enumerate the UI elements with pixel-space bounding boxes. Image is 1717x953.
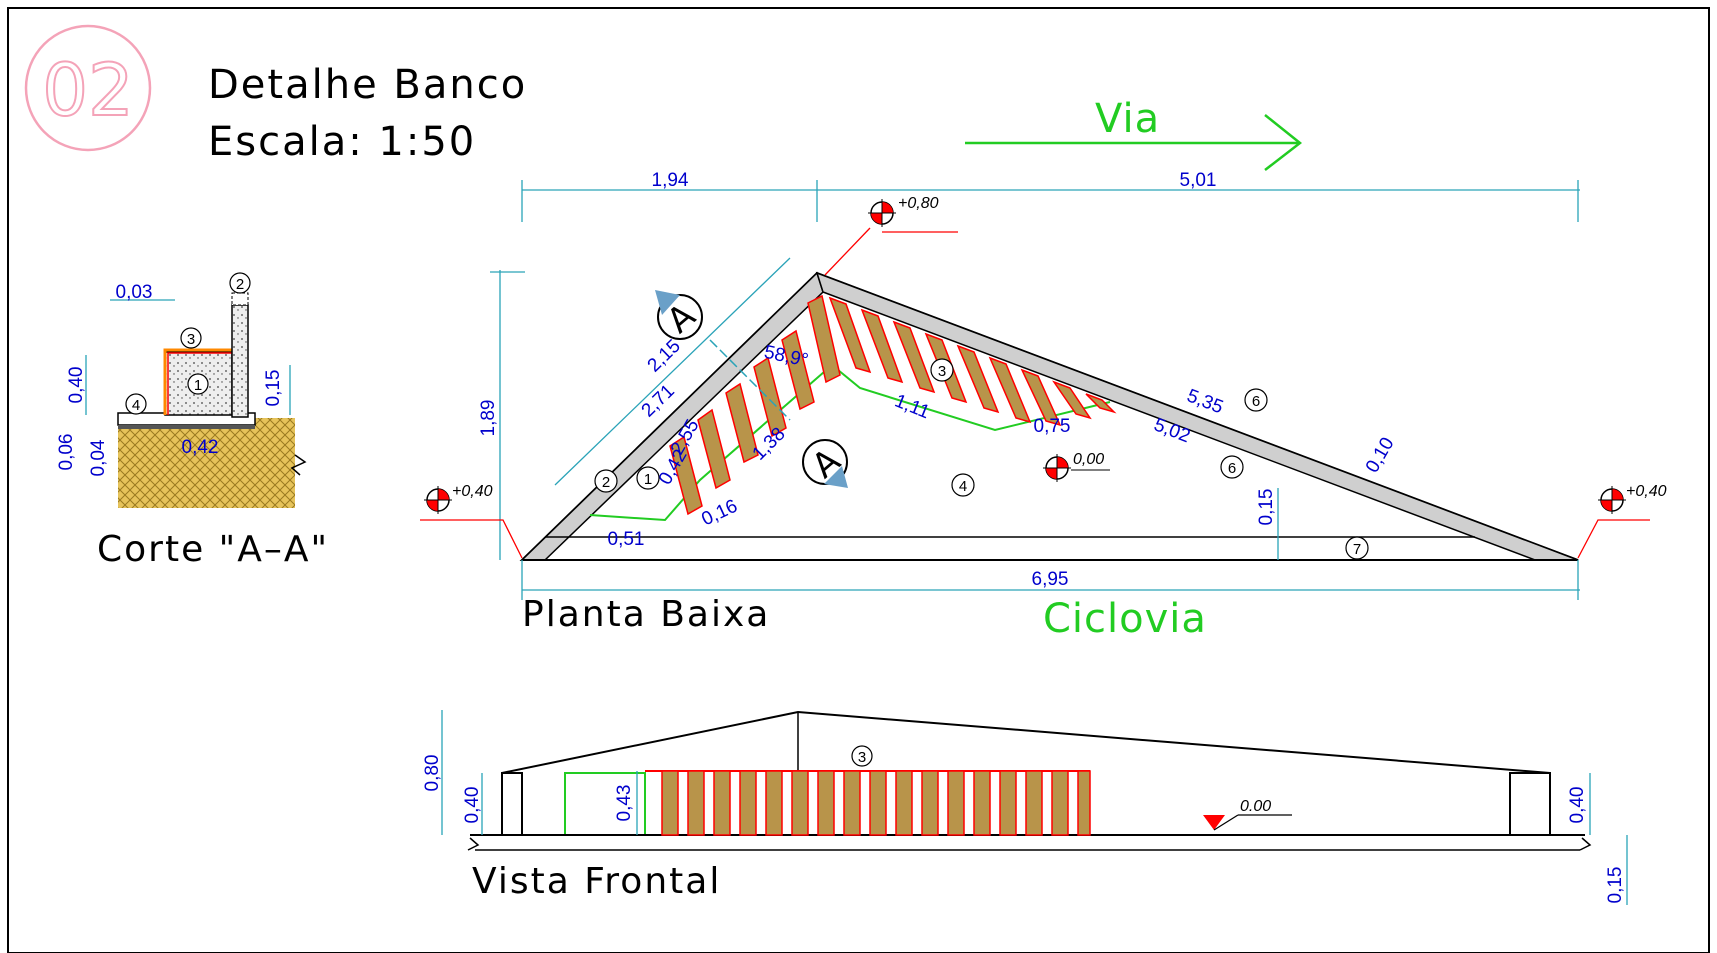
wood-slats-left [669, 294, 841, 516]
section-view: 0,03 0,40 0,15 0,06 0,04 0,42 2 3 1 4 Co… [56, 272, 329, 570]
dim-010: 0,10 [1362, 434, 1399, 477]
via-label: Via [1095, 96, 1160, 142]
svg-text:3: 3 [187, 331, 195, 348]
sheet-scale: Escala: 1:50 [208, 119, 476, 165]
marker-7: 7 [1345, 536, 1369, 560]
front-dim-040-left: 0,40 [462, 787, 483, 824]
front-view: 0,80 0,40 0,43 0,40 0,15 0.00 3 Vista Fr… [422, 710, 1628, 905]
front-dim-080: 0,80 [422, 755, 443, 792]
front-dim-015: 0,15 [1605, 867, 1626, 904]
sec-dim-003: 0,03 [116, 282, 153, 303]
svg-text:2: 2 [236, 276, 244, 293]
dim-051: 0,51 [608, 529, 645, 550]
back-wall [231, 304, 249, 418]
dim-016: 0,16 [698, 496, 740, 531]
sec-dim-042: 0,42 [182, 437, 219, 458]
sec-dim-006: 0,06 [56, 434, 77, 471]
dim-215: 2,15 [644, 336, 685, 377]
section-mark-bottom: A [802, 439, 848, 488]
sec-dim-015: 0,15 [263, 370, 284, 407]
dim-015: 0,15 [1256, 489, 1277, 526]
marker-1: 1 [636, 466, 660, 490]
svg-text:1: 1 [644, 471, 652, 488]
front-level: 0.00 [1240, 798, 1271, 815]
section-cut-line [709, 339, 791, 421]
soil-block [118, 418, 295, 508]
front-roof-outline [501, 710, 1551, 774]
sheet-number: 02 [42, 48, 134, 132]
front-dim-040-right: 0,40 [1567, 787, 1588, 824]
svg-text:7: 7 [1353, 541, 1361, 558]
via-arrow-head [1264, 114, 1303, 171]
sec-marker-1: 1 [187, 373, 209, 395]
level-marker-center: 0,00 [1043, 451, 1110, 482]
level-marker-top: +0,80 [824, 195, 958, 276]
level-center: 0,00 [1073, 451, 1104, 468]
dim-bottom: 6,95 [1032, 569, 1069, 590]
sec-marker-3: 3 [180, 327, 202, 349]
front-wood-slats [661, 770, 1091, 836]
plan-view: Via 1,94 5,01 1,89 [420, 96, 1667, 642]
svg-text:2: 2 [602, 474, 610, 491]
svg-text:6: 6 [1252, 393, 1260, 410]
svg-text:4: 4 [132, 397, 140, 414]
sec-marker-2: 2 [229, 272, 251, 294]
dim-top-left: 1,94 [652, 170, 689, 191]
ciclovia-label: Ciclovia [1043, 596, 1207, 642]
svg-text:4: 4 [959, 478, 967, 495]
sheet-number-circle [24, 24, 152, 152]
marker-3: 3 [930, 358, 954, 382]
marker-6b: 6 [1220, 455, 1244, 479]
front-right-post [1509, 772, 1551, 836]
marker-2: 2 [594, 469, 618, 493]
level-top: +0,80 [898, 195, 939, 212]
svg-text:3: 3 [858, 749, 866, 766]
section-mark-top: A [655, 290, 703, 341]
level-right: +0,40 [1626, 483, 1667, 500]
right-concrete-band [815, 271, 1579, 561]
section-label: Corte "A–A" [97, 529, 329, 570]
sheet-frame [7, 7, 1710, 953]
sec-dim-004: 0,04 [88, 439, 109, 476]
marker-6a: 6 [1244, 388, 1268, 412]
wood-slats-right [828, 296, 1117, 427]
svg-text:6: 6 [1228, 460, 1236, 477]
front-level-marker [1203, 815, 1225, 830]
dim-top-right: 5,01 [1180, 170, 1217, 191]
dim-111: 1,11 [892, 391, 933, 424]
front-marker-3: 3 [851, 745, 873, 767]
level-marker-left: +0,40 [420, 483, 523, 559]
svg-text:1: 1 [194, 377, 202, 394]
sec-marker-4: 4 [125, 393, 147, 415]
level-marker-right: +0,40 [1577, 483, 1667, 559]
front-label: Vista Frontal [472, 861, 721, 902]
front-left-post [501, 772, 523, 836]
level-left: +0,40 [452, 483, 493, 500]
sheet-title: Detalhe Banco [208, 62, 527, 108]
front-dim-043: 0,43 [614, 785, 635, 822]
marker-4: 4 [951, 473, 975, 497]
sec-dim-040: 0,40 [66, 367, 87, 404]
dim-075: 0,75 [1034, 416, 1071, 437]
dim-height: 1,89 [478, 400, 499, 437]
svg-text:3: 3 [938, 363, 946, 380]
plan-label: Planta Baixa [522, 594, 770, 635]
